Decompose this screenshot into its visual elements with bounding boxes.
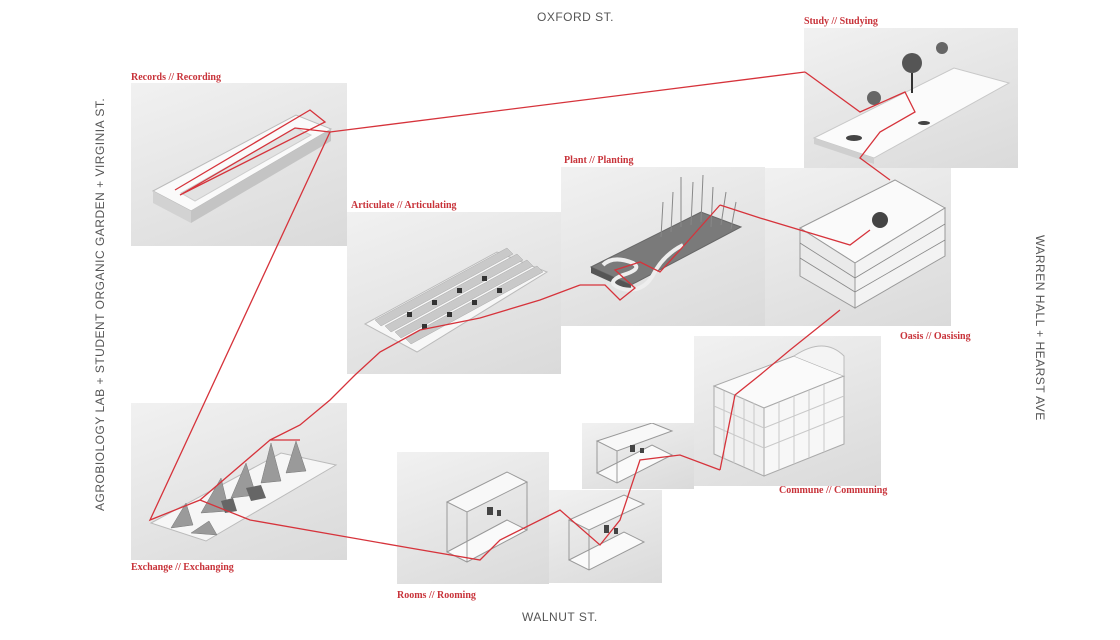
label-articulate: Articulate // Articulating (351, 200, 457, 211)
panel-study (804, 28, 1018, 168)
panel-articulate (347, 212, 561, 374)
oasis-model-drawing (798, 179, 946, 309)
label-exchange: Exchange // Exchanging (131, 562, 234, 573)
records-model-drawing (151, 114, 333, 223)
panel-rooms-3 (582, 423, 694, 489)
street-label-east: WARREN HALL + HEARST AVE (1033, 235, 1047, 421)
rooms-3-model-drawing (595, 423, 674, 484)
panel-oasis (765, 168, 951, 326)
panel-rooms-2 (549, 490, 662, 583)
label-study: Study // Studying (804, 16, 878, 27)
panel-plant (561, 167, 765, 326)
label-rooms: Rooms // Rooming (397, 590, 476, 601)
plant-model-drawing (589, 174, 743, 292)
label-records: Records // Recording (131, 72, 221, 83)
street-label-south: WALNUT ST. (522, 610, 598, 624)
street-label-north: OXFORD ST. (537, 10, 615, 24)
panel-rooms (397, 452, 549, 584)
label-oasis: Oasis // Oasising (900, 331, 971, 342)
street-label-west: AGROBIOLOGY LAB + STUDENT ORGANIC GARDEN… (93, 97, 107, 511)
rooms-model-drawing (445, 471, 529, 563)
commune-model-drawing (712, 345, 846, 477)
study-model-drawing (812, 42, 1011, 164)
articulate-model-drawing (363, 247, 549, 353)
label-plant: Plant // Planting (564, 155, 634, 166)
rooms-2-model-drawing (567, 494, 646, 571)
label-commune: Commune // Communing (779, 485, 888, 496)
panel-exchange (131, 403, 347, 560)
panel-records (131, 83, 347, 246)
panel-commune (694, 336, 881, 486)
exchange-model-drawing (149, 440, 338, 542)
